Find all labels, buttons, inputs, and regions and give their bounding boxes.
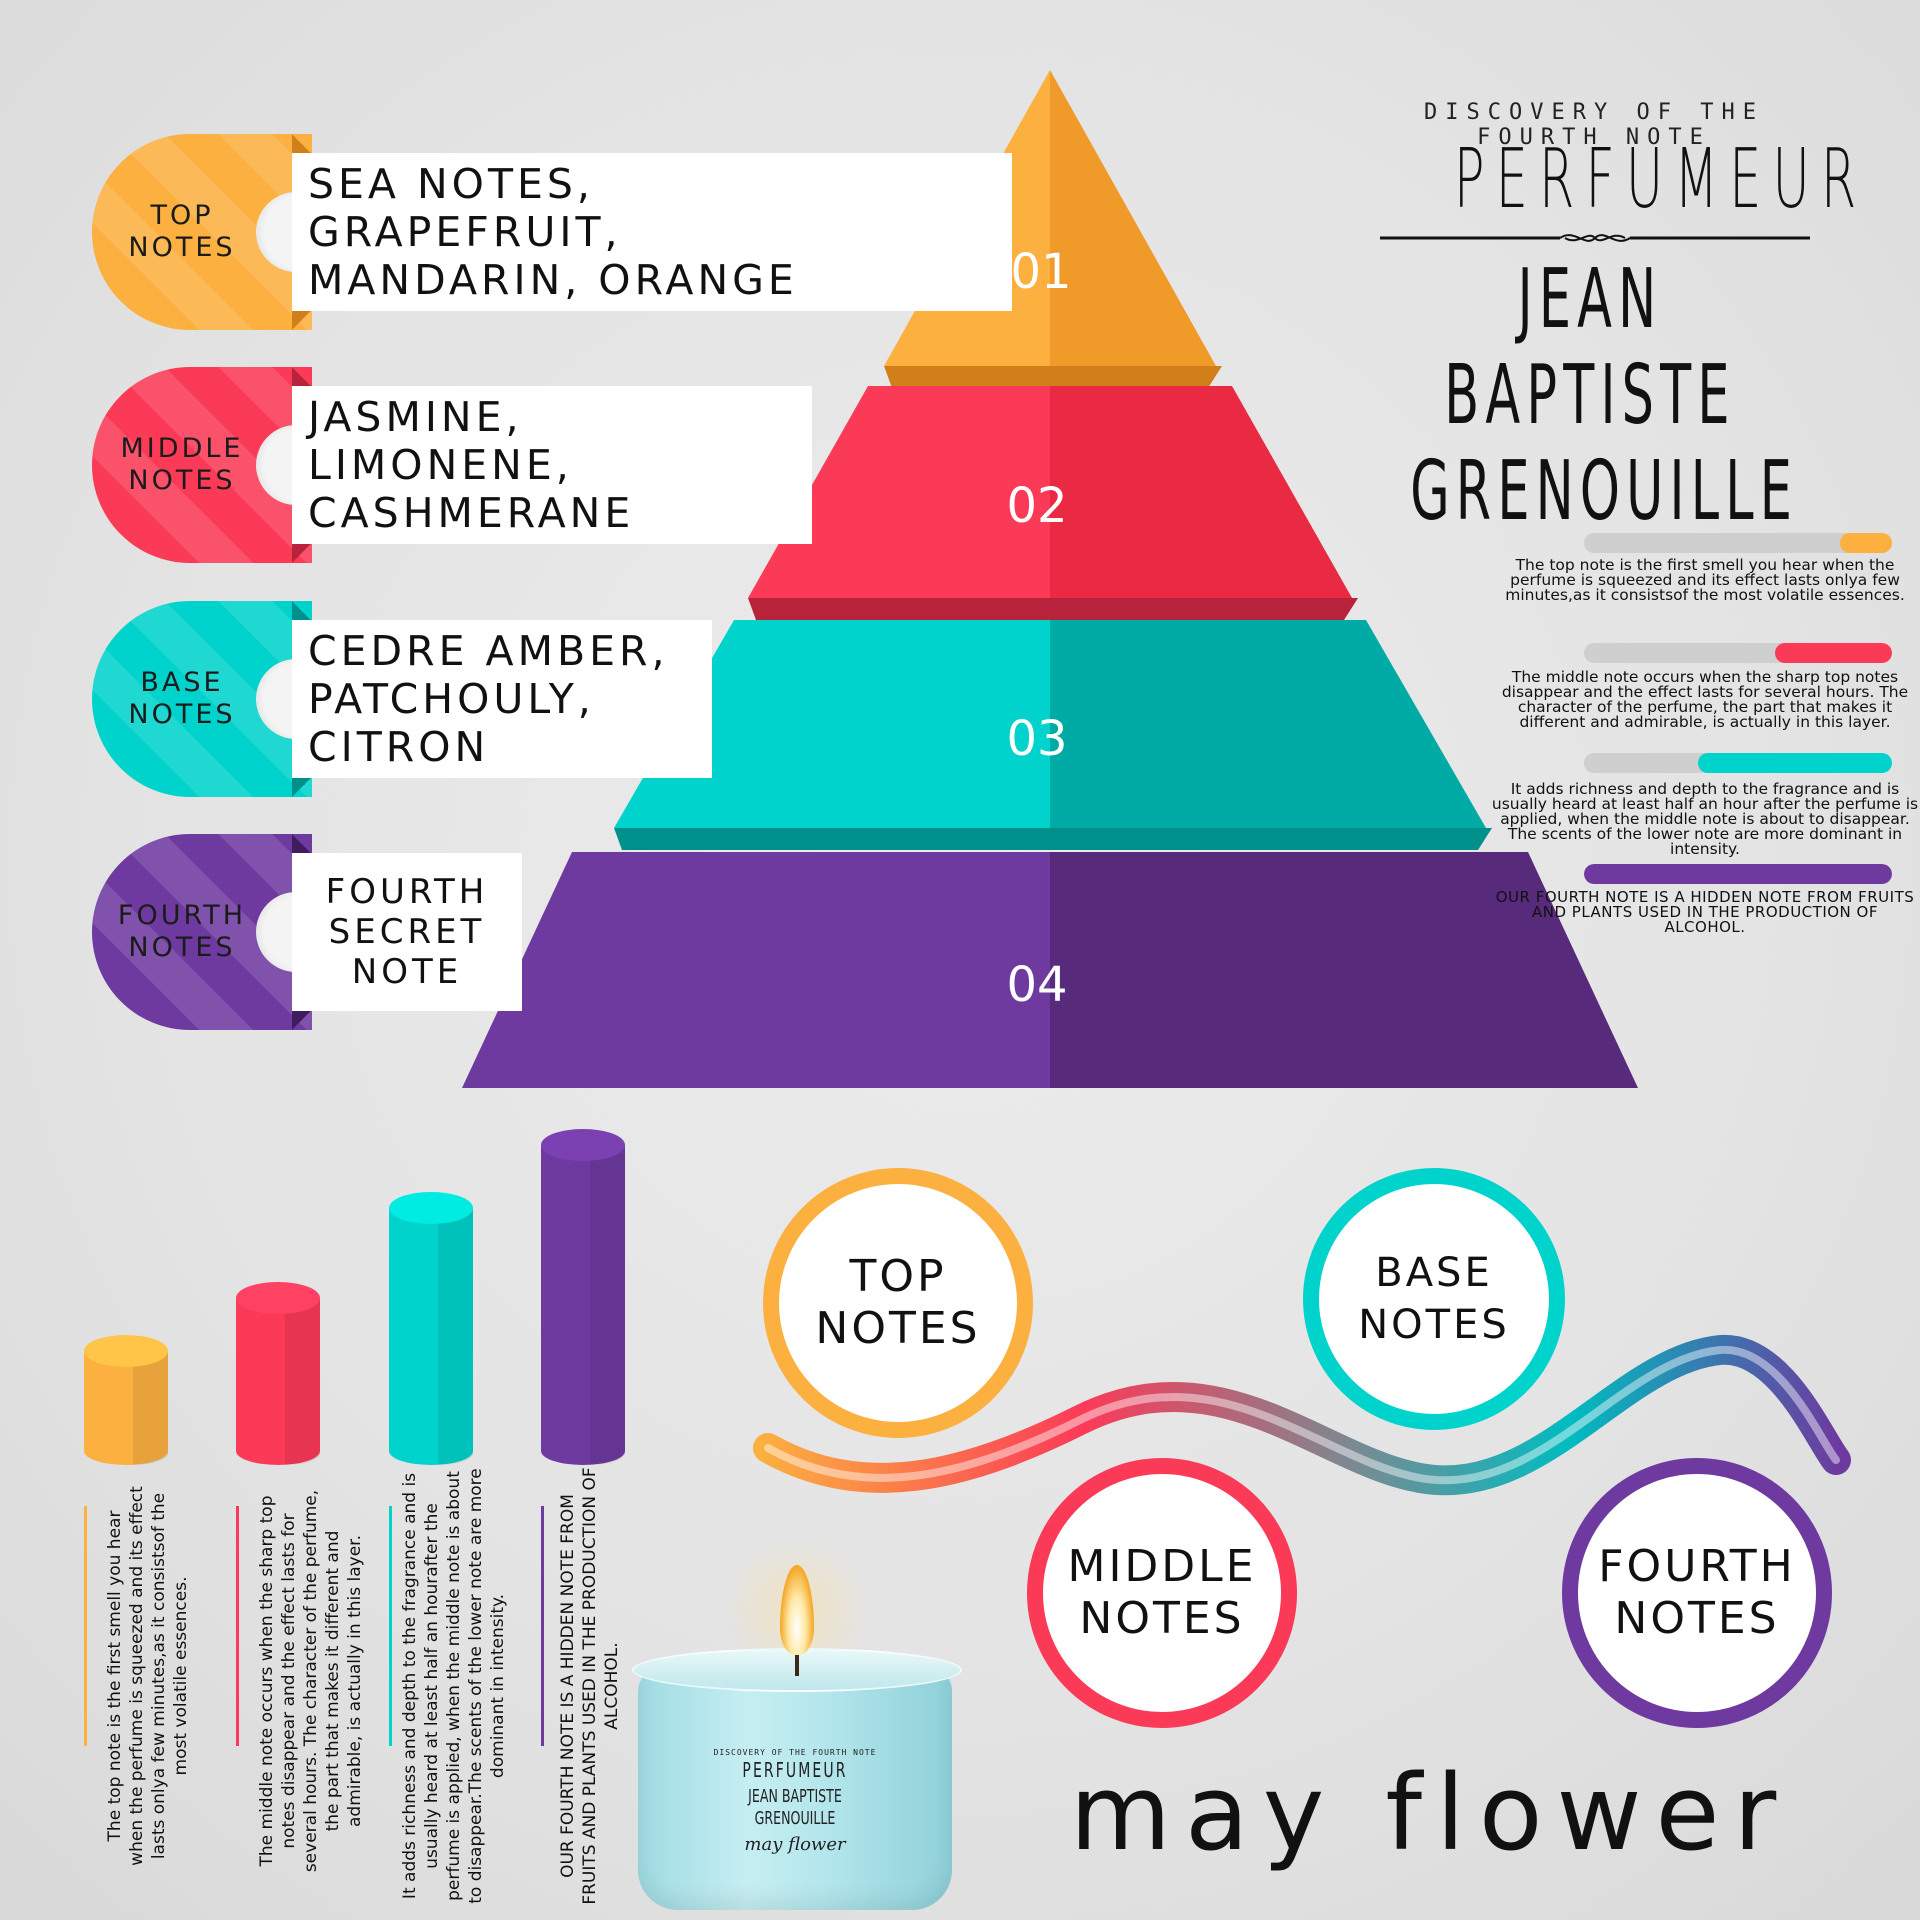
pyramid-tier-right-face bbox=[1050, 620, 1486, 828]
circle-label: MIDDLE NOTES bbox=[1067, 1541, 1257, 1644]
level-bar-fill bbox=[1584, 864, 1892, 884]
candle-label-brand: PERFUMEUR bbox=[742, 1758, 848, 1782]
top-notes-list: SEA NOTES, GRAPEFRUIT, MANDARIN, ORANGE bbox=[308, 160, 798, 304]
cylinder-cap bbox=[84, 1335, 168, 1367]
notes-band-base: CEDRE AMBER, PATCHOULY, CITRON bbox=[292, 620, 712, 778]
pyramid-tier-right-face bbox=[1050, 386, 1352, 598]
candle-label-perfumer: JEAN BAPTISTE GRENOUILLE bbox=[748, 1786, 842, 1829]
circle-label: BASE NOTES bbox=[1358, 1250, 1510, 1348]
tier-fold bbox=[292, 367, 312, 387]
notes-band-middle: JASMINE, LIMONENE, CASHMERANE bbox=[292, 386, 812, 544]
tier-tab-middle-notes: MIDDLE NOTES bbox=[92, 367, 336, 563]
cylinder-line-fourth bbox=[541, 1506, 544, 1746]
tier-fold bbox=[292, 777, 312, 797]
tier-number-02: 02 bbox=[1006, 478, 1068, 534]
pyramid-tier-ledge bbox=[884, 366, 1222, 388]
circle-base-notes: BASE NOTES bbox=[1303, 1168, 1565, 1430]
pyramid-tier-left-face bbox=[614, 620, 1050, 828]
pyramid-tier-ledge bbox=[614, 828, 1492, 850]
level-bar-fill bbox=[1839, 533, 1892, 553]
level-bar-base bbox=[1584, 753, 1892, 773]
circle-top-notes: TOP NOTES bbox=[763, 1168, 1033, 1438]
cylinder-line-base bbox=[389, 1506, 392, 1746]
tier-tab-base-notes: BASE NOTES bbox=[92, 601, 336, 797]
notes-band-top: SEA NOTES, GRAPEFRUIT, MANDARIN, ORANGE bbox=[292, 153, 1012, 311]
brand-tagline: DISCOVERY OF THE FOURTH NOTE bbox=[1424, 100, 1764, 150]
cylinder-body bbox=[84, 1351, 168, 1465]
tier-cap bbox=[92, 367, 312, 563]
tier-fold bbox=[292, 834, 312, 854]
circle-label: FOURTH NOTES bbox=[1598, 1541, 1796, 1644]
cylinder-base-notes bbox=[389, 1192, 473, 1465]
cylinder-cap bbox=[236, 1282, 320, 1314]
tier-label: MIDDLE NOTES bbox=[120, 433, 244, 496]
tier-cap bbox=[92, 601, 312, 797]
tier-fold bbox=[292, 1010, 312, 1030]
cylinder-line-top bbox=[84, 1506, 87, 1746]
tier-fold bbox=[292, 134, 312, 154]
middle-notes-list: JASMINE, LIMONENE, CASHMERANE bbox=[308, 393, 635, 537]
cylinder-middle-notes bbox=[236, 1282, 320, 1465]
ornament-divider bbox=[1380, 234, 1810, 242]
level-bar-top bbox=[1584, 533, 1892, 553]
cylinder-cap bbox=[541, 1129, 625, 1161]
product-name: may flower bbox=[1069, 1752, 1791, 1874]
level-bar-middle bbox=[1584, 643, 1892, 663]
desc-top-notes: The top note is the first smell you hear… bbox=[1505, 556, 1905, 604]
desc-middle-notes: The middle note occurs when the sharp to… bbox=[1501, 668, 1909, 731]
pyramid-tier-left-face bbox=[462, 852, 1050, 1088]
desc-fourth-notes: OUR FOURTH NOTE IS A HIDDEN NOTE FROM FR… bbox=[1495, 888, 1915, 936]
tier-fold bbox=[292, 543, 312, 563]
level-bar-fill bbox=[1697, 753, 1892, 773]
cylinder-body bbox=[541, 1145, 625, 1465]
candle-label-product: may flower bbox=[744, 1834, 846, 1855]
tier-label: TOP NOTES bbox=[128, 200, 236, 263]
tier-number-04: 04 bbox=[1006, 957, 1068, 1013]
cylinder-body bbox=[389, 1208, 473, 1465]
tier-fold bbox=[292, 310, 312, 330]
tier-number-03: 03 bbox=[1006, 711, 1068, 767]
circle-fourth-notes: FOURTH NOTES bbox=[1562, 1458, 1832, 1728]
pyramid-tier-right-face bbox=[1050, 852, 1638, 1088]
tier-label: BASE NOTES bbox=[128, 667, 236, 730]
tier-number-01: 01 bbox=[1010, 244, 1072, 300]
pyramid-tier-ledge bbox=[748, 598, 1358, 620]
cylinder-line-middle bbox=[236, 1506, 239, 1746]
tier-label: FOURTH NOTES bbox=[117, 900, 247, 963]
circle-middle-notes: MIDDLE NOTES bbox=[1027, 1458, 1297, 1728]
level-bar-fourth bbox=[1584, 864, 1892, 884]
notes-band-fourth: FOURTH SECRET NOTE bbox=[292, 853, 522, 1011]
desc-base-notes: It adds richness and depth to the fragra… bbox=[1491, 780, 1919, 858]
cylinder-top-notes bbox=[84, 1335, 168, 1465]
level-bar-fill bbox=[1774, 643, 1892, 663]
cylinder-cap bbox=[389, 1192, 473, 1224]
cylinder-fourth-notes bbox=[541, 1129, 625, 1465]
tier-cap bbox=[92, 134, 312, 330]
fourth-notes-list: FOURTH SECRET NOTE bbox=[325, 872, 489, 992]
tier-fold bbox=[292, 601, 312, 621]
candle-wick bbox=[795, 1650, 799, 1676]
cylinder-body bbox=[236, 1298, 320, 1465]
candle-jar bbox=[638, 1660, 952, 1910]
pyramid-tier-left-face bbox=[748, 386, 1050, 598]
base-notes-list: CEDRE AMBER, PATCHOULY, CITRON bbox=[308, 627, 669, 771]
perfumer-name: JEAN BAPTISTE GRENOUILLE bbox=[1410, 252, 1799, 539]
pyramid-tier-right-face bbox=[1050, 70, 1216, 366]
circle-label: TOP NOTES bbox=[815, 1251, 981, 1354]
candle-label-tagline: DISCOVERY OF THE FOURTH NOTE bbox=[713, 1748, 877, 1757]
